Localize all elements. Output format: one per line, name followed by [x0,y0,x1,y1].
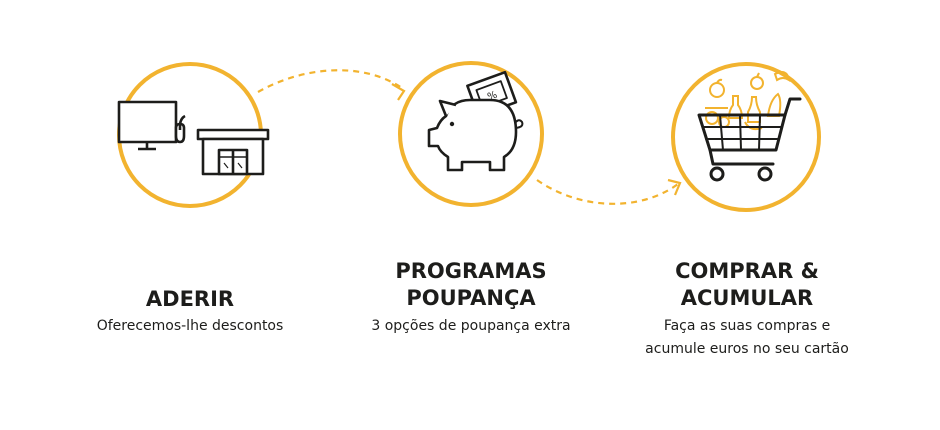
shopping-cart-icon [697,71,802,182]
step-2-title-line-2: POUPANÇA [406,286,536,310]
step-3-description-line-1: Faça as suas compras e [663,318,831,334]
step-1-title: ADERIR [90,286,290,313]
step-1-title-line-1: ADERIR [145,287,235,311]
step-1-badge [117,62,270,208]
step-2-circle [398,61,544,207]
step-3-title-line-2: ACUMULAR [680,286,814,310]
step-2-description: 3 opções de poupança extra [341,315,601,338]
step-1-description-line-1: Oferecemos-lhe descontos [96,318,284,334]
piggy-bank-icon: % [427,70,524,172]
step-1-description: Oferecemos-lhe descontos [70,315,310,338]
step-2-title-line-1: PROGRAMAS [395,259,547,283]
step-3-circle [671,62,821,212]
step-2-description-line-1: 3 opções de poupança extra [371,318,571,334]
dashed-arrow-icon [536,178,682,205]
step-3-badge [671,62,821,212]
step-3-description-line-2: acumule euros no seu cartão [645,341,849,357]
step-3-title-line-1: COMPRAR & [675,259,819,283]
dashed-arrow-icon [257,69,406,101]
step-3-title: COMPRAR & ACUMULAR [632,258,862,312]
computer-and-store-icon [117,100,270,176]
step-2-title: PROGRAMAS POUPANÇA [356,258,586,312]
step-3-description: Faça as suas compras e acumule euros no … [617,315,877,361]
step-2-badge: % [398,61,544,207]
